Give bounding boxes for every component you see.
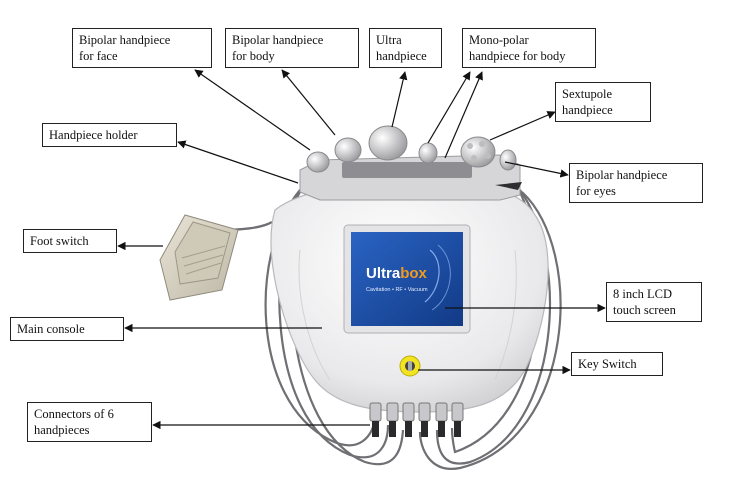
label-ultra: Ultra handpiece <box>369 28 442 68</box>
label-lcd: 8 inch LCD touch screen <box>606 282 702 322</box>
label-key-switch: Key Switch <box>571 352 663 376</box>
foot-switch <box>159 214 239 301</box>
label-foot-switch: Foot switch <box>23 229 117 253</box>
brand-part2: box <box>400 265 427 282</box>
screen-tagline: Cavitation • RF • Vacuum <box>366 287 428 293</box>
callout-arrows <box>117 69 606 430</box>
label-bipolar-eyes: Bipolar handpiece for eyes <box>569 163 703 203</box>
arrow-ultra <box>391 71 408 128</box>
label-sextupole: Sextupole handpiece <box>555 82 651 122</box>
svg-text:Ultrabox: Ultrabox <box>366 265 428 282</box>
label-bipolar-face: Bipolar handpiece for face <box>72 28 212 68</box>
arrow-mono-b <box>444 71 483 159</box>
arrow-mono-a <box>427 71 471 144</box>
label-holder: Handpiece holder <box>42 123 177 147</box>
connectors <box>369 402 464 437</box>
label-bipolar-body: Bipolar handpiece for body <box>225 28 359 68</box>
arrow-sextupole <box>489 111 556 141</box>
arrow-holder <box>177 140 299 184</box>
arrow-bipolar-face <box>194 69 311 151</box>
label-monopolar: Mono-polar handpiece for body <box>462 28 596 68</box>
arrow-eyes <box>504 161 569 178</box>
brand-part1: Ultra <box>366 265 401 282</box>
lcd-screen[interactable] <box>351 232 463 326</box>
arrow-bipolar-body <box>281 69 336 136</box>
label-connectors: Connectors of 6 handpieces <box>27 402 152 442</box>
handpieces <box>306 125 522 190</box>
label-main-console: Main console <box>10 317 124 341</box>
